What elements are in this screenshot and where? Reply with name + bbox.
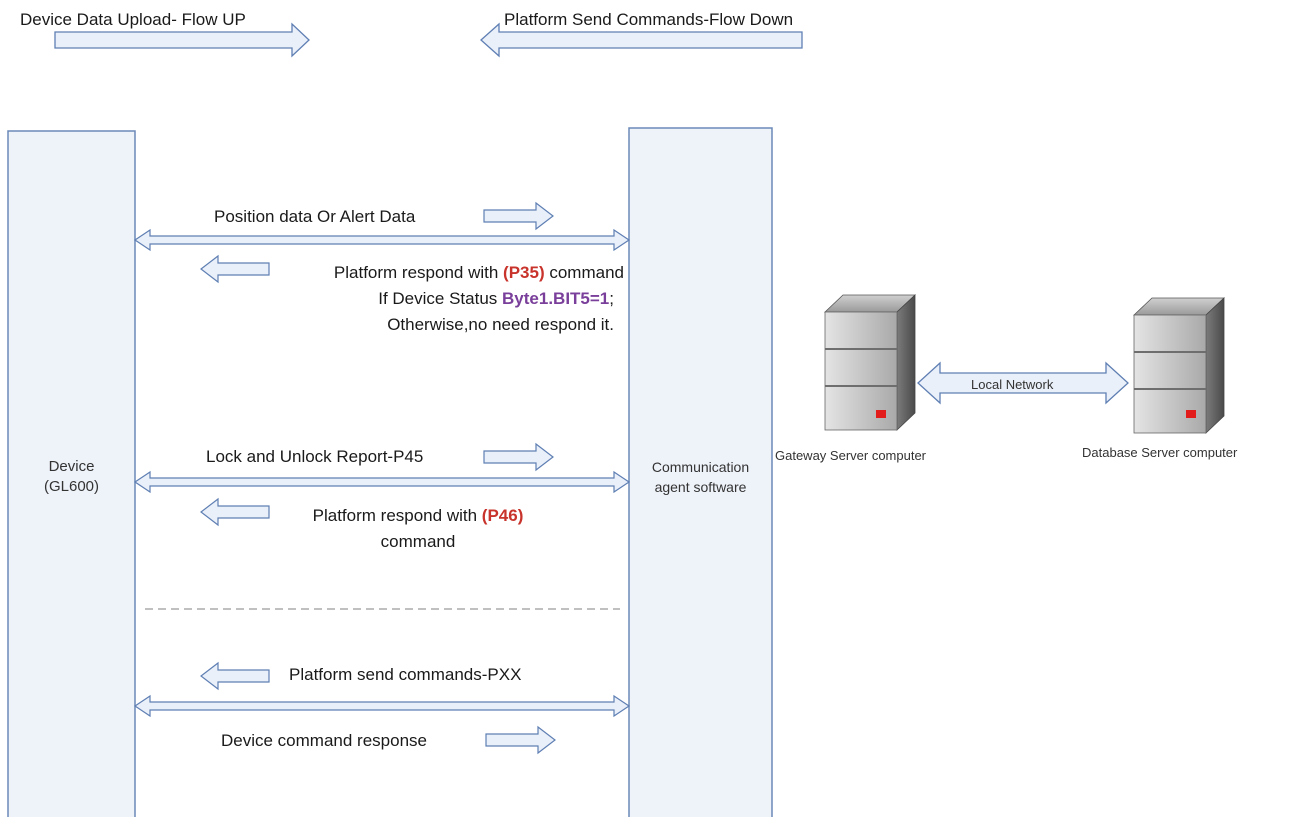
gateway-server-label: Gateway Server computer [775, 448, 927, 463]
message-command-response: Device command response [221, 731, 427, 750]
p35-line3: Otherwise,no need respond it. [387, 315, 614, 334]
database-server-label: Database Server computer [1082, 445, 1238, 460]
message-p35-response: Platform respond with (P35) command If D… [277, 260, 624, 338]
flow-up-arrow [54, 22, 310, 58]
gateway-server-icon [823, 294, 917, 431]
agent-label-line1: Communication [651, 459, 750, 475]
device-lane-label: Device (GL600) [8, 457, 135, 497]
legend-download-label: Platform Send Commands-Flow Down [504, 10, 794, 29]
flow-down-arrow [480, 22, 803, 58]
message-position-data: Position data Or Alert Data [214, 207, 416, 226]
p35-line2: If Device Status Byte1.BIT5=1; [378, 289, 614, 308]
message-send-commands: Platform send commands-PXX [289, 665, 522, 684]
p46-code: (P46) [481, 506, 524, 525]
up-arrow-3 [485, 725, 556, 755]
down-arrow-1 [200, 254, 270, 284]
local-network-arrow [917, 361, 1129, 405]
up-arrow-2 [483, 442, 554, 472]
down-arrow-3 [200, 661, 270, 691]
legend-upload-label: Device Data Upload- Flow UP [20, 10, 246, 29]
link-arrow-1 [133, 228, 631, 252]
link-arrow-2 [133, 470, 631, 494]
link-arrow-3 [133, 694, 631, 718]
database-server-icon [1132, 297, 1226, 434]
p35-line1: Platform respond with (P35) command [333, 263, 624, 282]
down-arrow-2 [200, 497, 270, 527]
message-lock-report: Lock and Unlock Report-P45 [206, 447, 424, 466]
agent-lane [628, 127, 773, 817]
device-label-line2: (GL600) [43, 478, 100, 495]
agent-lane-label: Communication agent software [629, 457, 772, 497]
up-arrow-1 [483, 201, 554, 231]
p35-code: (P35) [503, 263, 545, 282]
agent-label-line2: agent software [654, 479, 747, 495]
status-bit-code: Byte1.BIT5=1 [502, 289, 610, 308]
local-network-label: Local Network [971, 377, 1054, 392]
device-label-line1: Device [48, 458, 95, 475]
message-p46-response: Platform respond with (P46) command [312, 506, 524, 551]
device-lane [7, 130, 136, 817]
